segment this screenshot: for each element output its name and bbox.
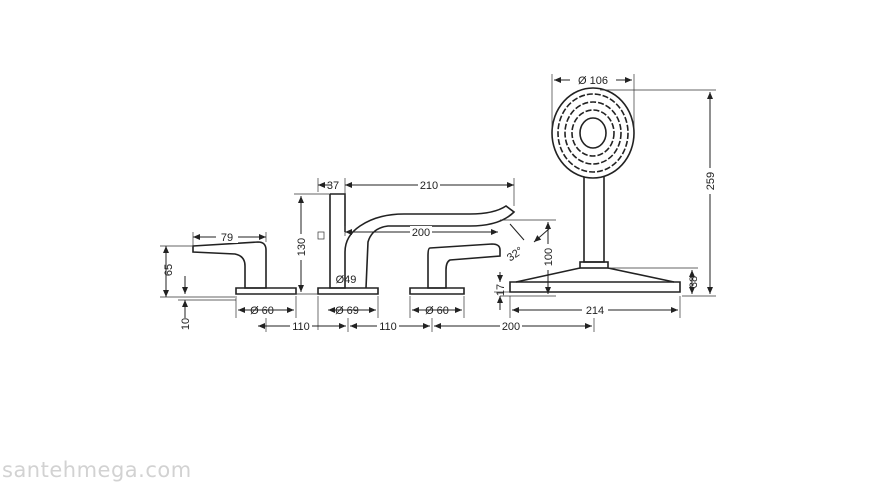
dim-spacing-110-b: 110 bbox=[379, 321, 397, 333]
left-valve-dims bbox=[160, 231, 297, 318]
right-valve-dims bbox=[409, 296, 465, 318]
hand-shower bbox=[509, 87, 681, 293]
dim-width-79: 79 bbox=[221, 232, 233, 244]
dim-height-38: 38 bbox=[688, 276, 700, 288]
dim-height-130: 130 bbox=[296, 238, 308, 256]
dim-angle-32: 32° bbox=[505, 245, 526, 264]
dim-diameter-106: Ø 106 bbox=[578, 75, 608, 87]
dim-height-10: 10 bbox=[180, 318, 192, 330]
dim-diameter-60-right: Ø 60 bbox=[425, 305, 449, 317]
dim-height-100: 100 bbox=[543, 248, 555, 266]
spacing-dims bbox=[258, 318, 595, 332]
dim-height-17: 17 bbox=[495, 284, 507, 296]
dim-diameter-49: Ø49 bbox=[336, 274, 357, 286]
dim-width-214: 214 bbox=[586, 305, 604, 317]
dim-diameter-69: Ø 69 bbox=[335, 305, 359, 317]
dim-height-65: 65 bbox=[163, 264, 175, 276]
dim-width-210: 210 bbox=[420, 180, 438, 192]
dim-spacing-200: 200 bbox=[502, 321, 520, 333]
dim-height-259: 259 bbox=[705, 172, 717, 190]
dim-width-37: 37 bbox=[327, 180, 339, 192]
hand-shower-dims bbox=[494, 74, 716, 318]
dim-diameter-60-left: Ø 60 bbox=[250, 305, 274, 317]
dim-width-200-spout: 200 bbox=[412, 227, 430, 239]
right-valve-handle bbox=[409, 243, 501, 295]
dim-spacing-110-a: 110 bbox=[292, 321, 310, 333]
watermark: santehmega.com bbox=[2, 458, 192, 482]
left-valve-handle bbox=[192, 241, 297, 295]
